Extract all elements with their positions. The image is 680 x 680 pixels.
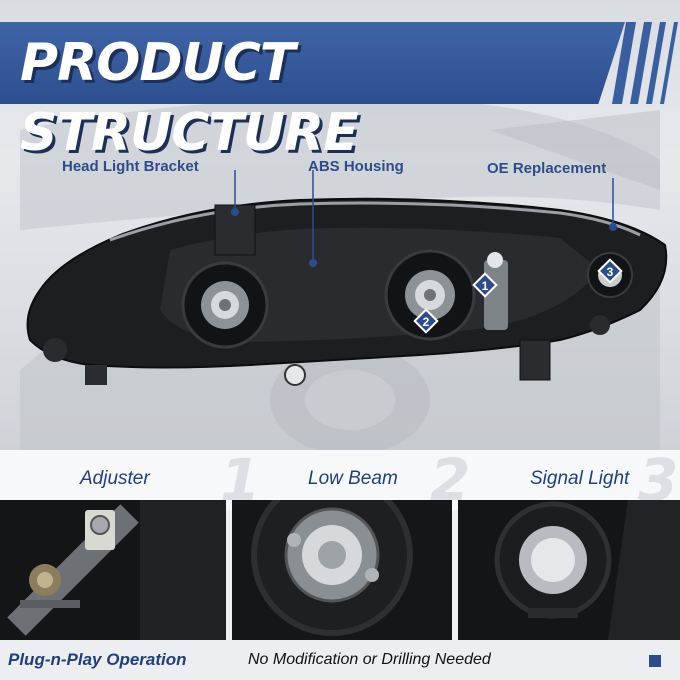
callout-abs-housing: ABS Housing xyxy=(308,158,404,175)
hero-section: PRODUCT STRUCTURE Head Light Bracket ABS… xyxy=(0,0,680,450)
callout-dot-icon xyxy=(609,223,617,231)
feature-label-signal-light: Signal Light xyxy=(530,468,630,489)
headlight-assembly-graphic: 1 2 3 xyxy=(26,170,668,386)
feature-label-low-beam: Low Beam xyxy=(308,468,398,489)
footer-bar xyxy=(0,640,680,680)
footer-plug-n-play: Plug-n-Play Operation xyxy=(8,650,187,669)
callout-oe-replacement: OE Replacement xyxy=(487,160,607,177)
marker-number-3: 3 xyxy=(607,265,614,279)
footer-no-modification: No Modification or Drilling Needed xyxy=(248,651,491,668)
photo-signal-light xyxy=(458,500,680,640)
callout-head-light-bracket: Head Light Bracket xyxy=(62,158,199,175)
page-title: PRODUCT STRUCTURE xyxy=(20,33,359,163)
banner-stripes-graphic xyxy=(612,22,678,104)
marker-number-1: 1 xyxy=(482,279,489,293)
marker-number-2: 2 xyxy=(423,315,430,329)
diamond-marker-icon xyxy=(413,308,439,334)
feature-label-adjuster: Adjuster xyxy=(80,468,150,489)
callout-dot-icon xyxy=(309,259,317,267)
photo-low-beam xyxy=(232,500,452,640)
diamond-marker-icon xyxy=(597,258,623,284)
photo-adjuster xyxy=(0,500,226,640)
diamond-marker-icon xyxy=(472,272,498,298)
square-bullet-icon xyxy=(649,655,661,667)
callout-dot-icon xyxy=(231,208,239,216)
